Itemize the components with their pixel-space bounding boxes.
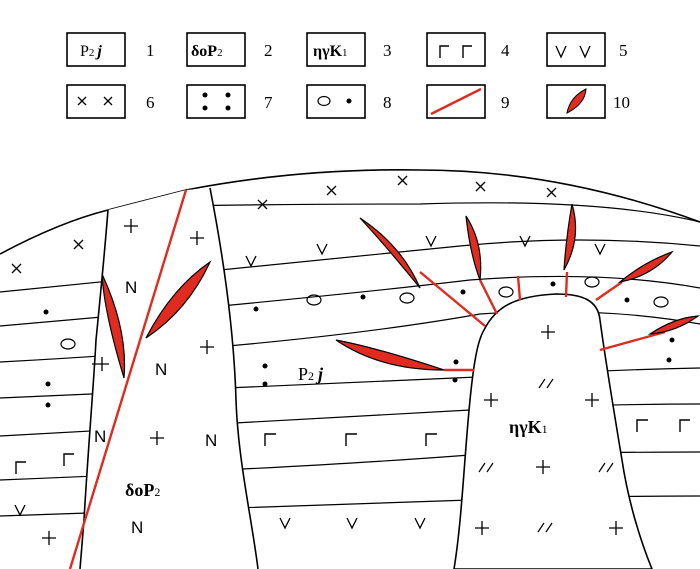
legend-number-4: 4 [501, 41, 510, 60]
legend-swatch-crosses [66, 84, 126, 119]
orebody-lens [617, 250, 674, 284]
legend-number-3: 3 [383, 41, 392, 60]
faults [68, 189, 666, 569]
legend-swatch-diorite [186, 32, 246, 67]
legend-item-9: 9 [426, 84, 510, 119]
diorite-right-contact [209, 187, 259, 569]
orebody-lens-icon [566, 88, 587, 114]
dot-mark-icon [346, 98, 352, 104]
orebody-lens [145, 260, 212, 339]
orebody-lens [359, 217, 421, 289]
diorite-label: δoP2 [125, 480, 160, 500]
legend-number-2: 2 [264, 41, 273, 60]
legend-item-7: 7 [186, 84, 273, 119]
granite-intrusion: ηγK1 [453, 293, 653, 569]
svg-text:N: N [131, 518, 143, 537]
main-fault [68, 189, 188, 569]
n-marks-diorite: N N N N N [94, 278, 217, 537]
legend-number-5: 5 [619, 41, 628, 60]
legend-swatch-v-marks [546, 32, 606, 67]
orebody-lens [465, 215, 482, 281]
host-rock-symbols [11, 175, 690, 545]
cross-marks [11, 175, 557, 274]
legend-code-2: δoP2 [191, 43, 223, 60]
fault-line-icon [430, 87, 482, 116]
svg-text:N: N [155, 360, 167, 379]
slash-marks-granite [478, 378, 614, 533]
ground-surface [0, 169, 700, 255]
legend-code-3: ηγK1 [313, 43, 348, 60]
legend-number-7: 7 [264, 93, 273, 112]
legend-number-9: 9 [501, 93, 510, 112]
legend-item-2: δoP2 2 [186, 32, 273, 67]
legend-item-4: 4 [426, 32, 510, 67]
v-mark-icon [555, 45, 591, 59]
oval-mark-icon [317, 95, 331, 107]
plus-marks-diorite [95, 219, 214, 445]
granite-label: ηγK1 [509, 417, 548, 437]
diorite-dyke: N N N N N δoP2 [79, 187, 259, 569]
legend-item-10: 10 [546, 84, 630, 119]
legend-swatch-oval-dot [306, 84, 366, 119]
orebody-lens [101, 273, 126, 379]
svg-text:N: N [125, 278, 137, 297]
legend-number-8: 8 [383, 93, 392, 112]
legend-item-3: ηγK1 3 [306, 32, 392, 67]
legend-swatch-dots [186, 84, 246, 119]
corner-marks [15, 419, 690, 474]
legend-number-6: 6 [146, 93, 155, 112]
corner-mark-icon [439, 45, 472, 58]
orebody-lens [335, 339, 445, 371]
legend-swatch-host-rock [66, 32, 126, 67]
dot-marks [43, 281, 675, 408]
legend-swatch-corners [426, 32, 486, 67]
orebody-lens [647, 315, 700, 335]
granite-body [453, 293, 653, 569]
diorite-left-contact [79, 209, 109, 569]
ore-bodies [101, 203, 700, 379]
orebody-lens [563, 203, 577, 271]
legend-item-6: 6 [66, 84, 155, 119]
legend-number-1: 1 [146, 41, 155, 60]
legend-number-10: 10 [613, 93, 630, 112]
legend-swatch-granite [306, 32, 366, 67]
legend-item-8: 8 [306, 84, 392, 119]
svg-text:N: N [205, 431, 217, 450]
legend-item-5: 5 [546, 32, 628, 67]
plus-marks-granite [475, 325, 623, 535]
v-marks [14, 235, 606, 530]
svg-text:N: N [94, 427, 106, 446]
cross-mark-icon [77, 96, 113, 106]
granite-vein-fault [516, 275, 522, 301]
dot-mark-icon [202, 92, 231, 111]
oval-marks [60, 276, 669, 350]
cross-section: N N N N N δoP2 [0, 169, 700, 569]
